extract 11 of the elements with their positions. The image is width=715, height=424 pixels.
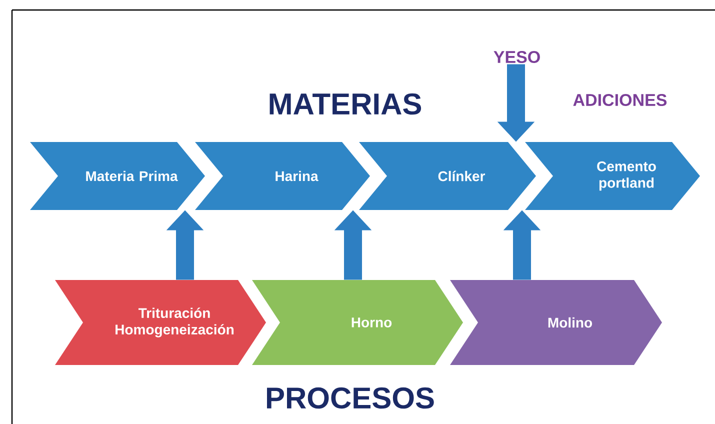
process-step: Molino [450,280,662,365]
process-step: Cemento portland [525,142,700,210]
text-label: YESO [494,50,540,64]
process-step: Trituración Homogeneización [55,280,266,365]
process-step: Horno [252,280,463,365]
heading: MATERIAS [270,93,422,115]
heading: PROCESOS [267,387,434,409]
process-step: Clínker [359,142,536,210]
process-step: Harina [195,142,370,210]
process-step: Materia Prima [30,142,205,210]
heading: ADICIONES [573,94,667,106]
